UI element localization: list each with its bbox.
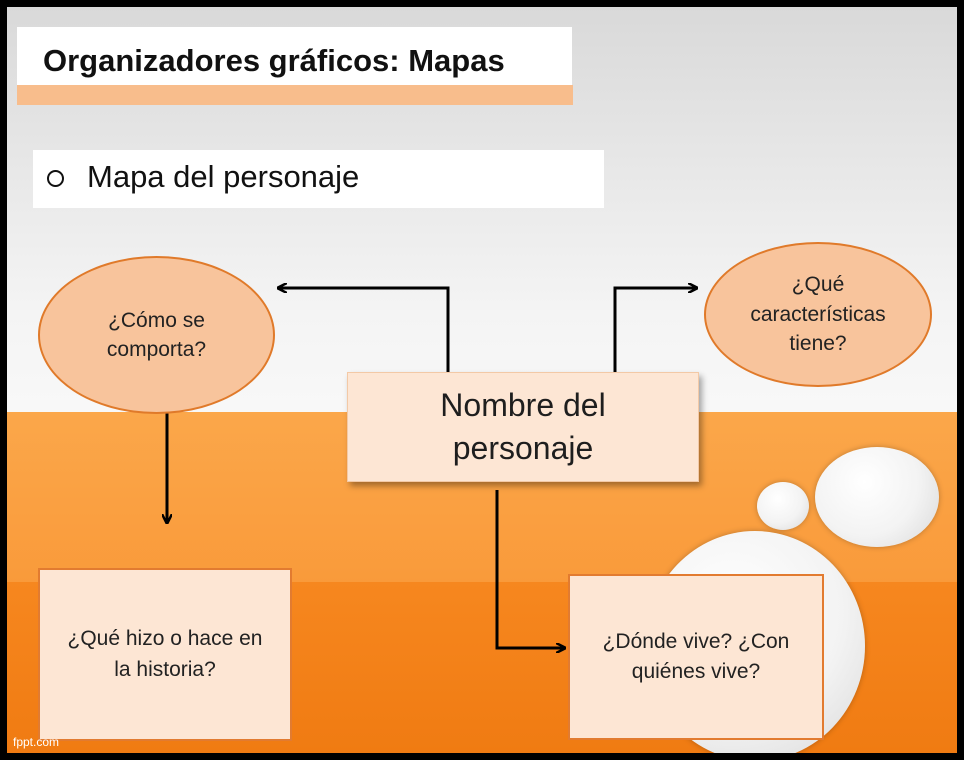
connector-arrows xyxy=(7,7,957,753)
ellipse-right-line2: características xyxy=(750,302,886,326)
ellipse-left-line1: ¿Cómo se xyxy=(108,308,205,332)
footer-brand: fppt.com xyxy=(13,735,60,749)
box-right-line1: ¿Dónde vive? ¿Con xyxy=(602,629,790,653)
slide-title: Organizadores gráficos: Mapas xyxy=(43,43,505,78)
bullet-icon xyxy=(47,170,64,187)
ellipse-characteristics: ¿Qué características tiene? xyxy=(704,242,932,387)
subtitle-bar xyxy=(33,150,604,208)
bullet-text: Mapa del personaje xyxy=(87,159,360,194)
title-bar xyxy=(17,27,572,85)
arrow-center-to-left-ellipse xyxy=(279,288,450,379)
slide: Organizadores gráficos: Mapas Mapa del p… xyxy=(7,7,957,753)
title-underline xyxy=(17,85,573,105)
center-line1: Nombre del xyxy=(440,386,606,423)
decorative-bubble-large xyxy=(815,447,939,547)
ellipse-left-line2: comporta? xyxy=(106,338,207,361)
box-right-line2: quiénes vive? xyxy=(631,660,761,683)
arrow-center-to-right-ellipse xyxy=(613,288,696,379)
ellipse-right-line1: ¿Qué xyxy=(791,273,845,297)
ellipse-right-line3: tiene? xyxy=(789,332,847,356)
decorative-bubble-small xyxy=(757,482,809,530)
box-what-did: ¿Qué hizo o hace en la historia? xyxy=(38,568,292,741)
box-left-line2: la historia? xyxy=(114,657,216,681)
center-node-character-name: Nombre del personaje xyxy=(347,372,699,482)
arrow-center-to-right-box xyxy=(495,490,564,648)
center-line2: personaje xyxy=(452,430,594,466)
ellipse-how-behaves: ¿Cómo se comporta? xyxy=(38,256,275,414)
box-left-line1: ¿Qué hizo o hace en xyxy=(67,627,263,651)
box-where-lives: ¿Dónde vive? ¿Con quiénes vive? xyxy=(568,574,824,740)
